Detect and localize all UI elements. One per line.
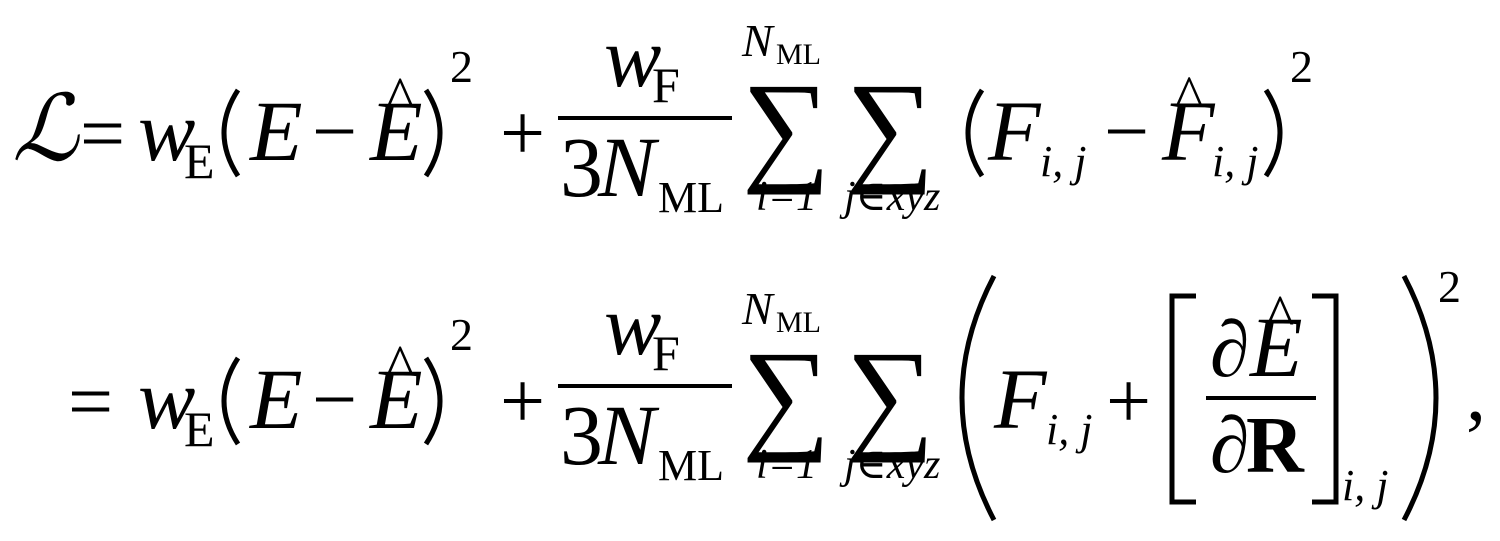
big-right-paren [1401,274,1439,522]
fraction: w F 3 N ML [558,277,732,490]
sum-lower-j: j∈xyz [839,174,940,220]
partial-derivative: ∂ E ^ ∂ R [1206,283,1316,490]
fraction-den-3: 3 [560,119,603,215]
weight-w: w [138,351,195,447]
big-left-paren [959,274,997,522]
sum-upper-sub: ML [776,38,821,71]
energy-E: E [248,351,303,447]
fraction-den-sub: ML [658,441,724,490]
fraction-den-N: N [597,387,660,483]
hat-accent: ^ [386,65,414,131]
force-hat-F: F [1161,83,1216,179]
force-sub: i, j [1040,137,1086,186]
weight-sub-E: E [184,133,215,189]
square-exponent: 2 [450,309,473,360]
fraction-num-sub: F [652,57,680,113]
hat-accent: ^ [386,333,414,399]
equals-sign: = [80,90,125,178]
left-paren [221,356,241,446]
right-bracket [1312,293,1339,505]
square-exponent-2: 2 [1290,41,1313,92]
sum-symbol-j: ∑ [846,326,934,463]
force-F: F [993,351,1048,447]
square-exponent: 2 [450,41,473,92]
plus-sign: + [500,90,545,178]
hat-accent-F: ^ [1176,65,1202,127]
sum-symbol-i: ∑ [742,326,830,463]
fraction: w F 3 N ML [558,9,732,222]
hat-accent-partial: ^ [1266,283,1294,349]
sum-over-j: ∑ j∈xyz [839,58,940,220]
fraction-num-sub: F [652,325,680,381]
bracket-sub: i, j [1342,461,1388,510]
left-paren-2 [965,88,985,178]
force-F: F [987,83,1042,179]
sum-over-j: ∑ j∈xyz [839,326,940,488]
sum-upper-N: N [741,283,775,334]
partial-num-E: E [1248,299,1303,395]
sum-symbol-i: ∑ [742,58,830,195]
plus-sign-2: + [1106,358,1151,446]
right-paren-2 [1263,88,1283,178]
plus-sign: + [500,358,545,446]
left-paren [221,88,241,178]
sum-over-i: N ML ∑ i=1 [741,283,830,488]
right-paren [423,88,443,178]
sum-upper-sub: ML [776,306,821,339]
equation-line-2: = w E E − E ^ 2 + w F 3 N ML N ML ∑ i=1 … [68,261,1486,522]
square-exponent-2: 2 [1438,261,1461,312]
partial-num-symbol: ∂ [1210,306,1250,394]
sum-lower-i: i=1 [756,442,817,488]
energy-E: E [248,83,303,179]
partial-den-R: R [1246,402,1305,490]
minus-sign: − [312,88,357,176]
energy-hat-E: E [368,83,423,179]
sum-lower-i: i=1 [756,174,817,220]
fraction-num-w: w [604,9,661,105]
sum-upper-N: N [741,15,775,66]
sum-symbol-j: ∑ [846,58,934,195]
partial-den-symbol: ∂ [1210,402,1250,490]
right-paren [423,356,443,446]
left-bracket [1169,293,1196,505]
minus-sign-2: − [1104,88,1149,176]
minus-sign: − [312,356,357,444]
sum-over-i: N ML ∑ i=1 [741,15,830,220]
fraction-num-w: w [604,277,661,373]
equals-sign: = [68,358,113,446]
force-sub: i, j [1046,405,1092,454]
fraction-den-3: 3 [560,387,603,483]
trailing-comma: , [1466,350,1486,438]
loss-symbol: ℒ [12,78,80,180]
weight-sub-E: E [184,401,215,457]
force-hat-sub: i, j [1212,137,1258,186]
fraction-den-N: N [597,119,660,215]
weight-w: w [138,83,195,179]
sum-lower-j: j∈xyz [839,442,940,488]
fraction-den-sub: ML [658,173,724,222]
energy-hat-E: E [368,351,423,447]
equation-line-1: ℒ = w E E − E ^ 2 + w F 3 N ML N ML ∑ i=… [12,9,1313,222]
